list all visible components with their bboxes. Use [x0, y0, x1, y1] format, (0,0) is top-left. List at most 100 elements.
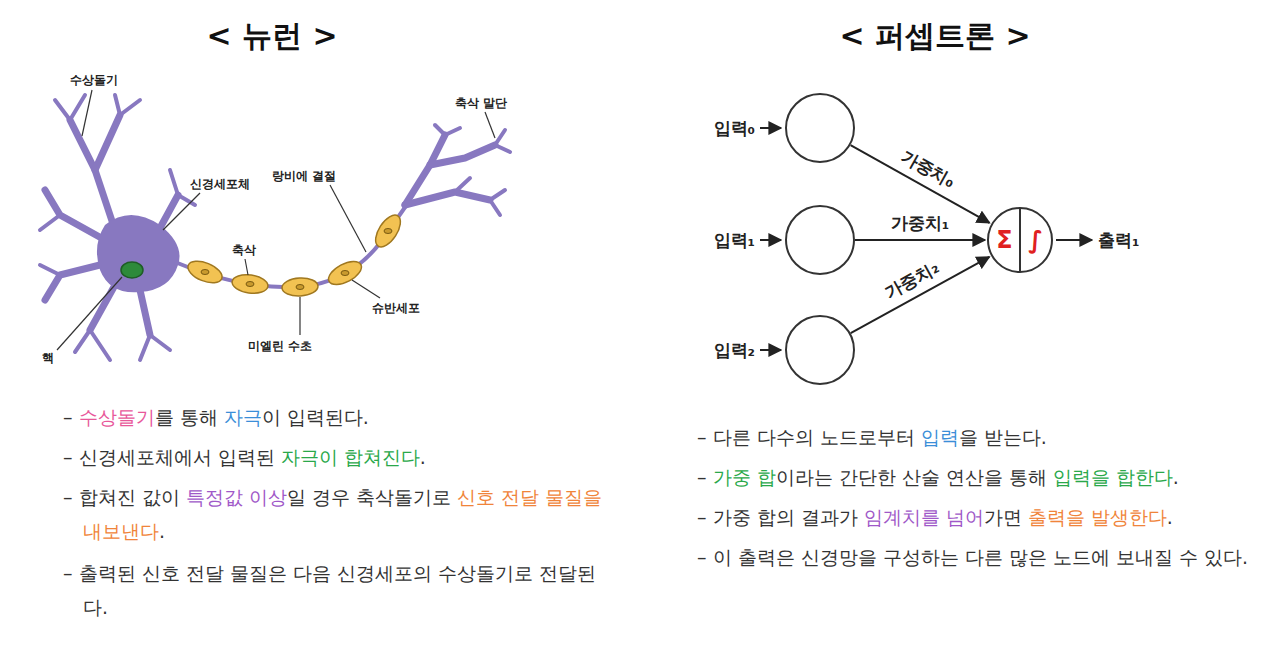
- myelin-sheath: [185, 211, 405, 297]
- schwann-nucleus: [341, 271, 349, 276]
- leader-line: [352, 280, 380, 298]
- dendrite: [45, 190, 105, 240]
- axon-terminal: [490, 200, 500, 215]
- highlight: 신호 전달 물질을 내보낸다: [83, 486, 602, 542]
- nucleus: [121, 262, 143, 278]
- input-arrow: [760, 239, 781, 241]
- axon-terminal: [455, 178, 470, 192]
- dendrite-branch: [170, 170, 178, 195]
- leader-line: [57, 90, 495, 350]
- weight-label: 가중치₁: [891, 212, 949, 235]
- dendrite-branch: [40, 215, 60, 230]
- myelin-sheath: [231, 273, 269, 296]
- part-label: 축삭 말단: [455, 95, 507, 112]
- sum-symbol: Σ: [996, 228, 1012, 252]
- axon-terminal: [435, 125, 445, 135]
- weight-connector: [851, 145, 990, 223]
- input-arrow: [760, 128, 781, 350]
- myelin-sheath: [371, 211, 406, 251]
- divider-line: [1019, 209, 1021, 271]
- leader-line: [485, 112, 495, 138]
- dendrite-branch: [140, 335, 150, 360]
- dendrite: [90, 285, 115, 330]
- dendrite-branch: [55, 100, 70, 120]
- dendrite-branch: [40, 265, 60, 275]
- highlight: 자극: [224, 406, 262, 428]
- dendrite-branch: [40, 95, 195, 360]
- highlight: 특정값 이상: [186, 486, 287, 508]
- bullet-text: – 가중 합의 결과가 임계치를 넘어가면 출력을 발생한다.: [697, 500, 1272, 534]
- axon-terminal: [405, 125, 510, 215]
- axon-terminal: [495, 130, 505, 145]
- bullet-text: – 출력된 신호 전달 물질은 다음 신경세포의 수상돌기로 전달된다.: [63, 556, 608, 624]
- axon-terminal: [430, 145, 495, 165]
- input-label: 입력₀: [714, 117, 755, 140]
- highlight: 가중 합: [713, 466, 776, 488]
- axon: [175, 203, 408, 287]
- input-label: 입력₂: [714, 339, 755, 362]
- highlight: 임계치를 넘어: [864, 506, 984, 528]
- part-label: 수상돌기: [70, 72, 118, 89]
- leader-line: [57, 277, 122, 350]
- input-node: 입력₀: [785, 93, 855, 163]
- input-arrow: [760, 127, 781, 129]
- activation-symbol: ∫: [1028, 228, 1043, 252]
- dendrite: [160, 195, 178, 228]
- axon-terminal: [495, 145, 510, 152]
- part-label: 랑비에 결절: [272, 168, 336, 185]
- section-title: < 뉴런 >: [206, 16, 337, 57]
- axon-terminal: [490, 190, 505, 200]
- leader-line: [163, 193, 200, 230]
- bullet-text: – 신경세포체에서 입력된 자극이 합쳐진다.: [63, 440, 608, 474]
- highlight: 입력: [921, 426, 959, 448]
- bullet-text: – 이 출력은 신경망을 구성하는 다른 많은 노드에 보내질 수 있다.: [697, 540, 1272, 574]
- dendrite-branch: [120, 100, 140, 115]
- dendrite-branch: [70, 95, 85, 120]
- weight-label: 가중치₀: [897, 145, 959, 194]
- section-title: < 퍼셉트론 >: [839, 16, 1030, 57]
- highlight: 자극이 합쳐진다: [281, 446, 420, 468]
- leader-line: [299, 297, 300, 335]
- dendrite-branch: [75, 330, 90, 352]
- leader-line: [82, 90, 92, 136]
- dendrite-branch: [115, 95, 120, 115]
- part-label: 미엘린 수초: [248, 338, 312, 355]
- myelin-sheath: [282, 277, 319, 297]
- axon-terminal: [445, 128, 460, 135]
- highlight: 입력을 합한다: [1053, 466, 1173, 488]
- highlight: 수상돌기: [79, 406, 155, 428]
- part-label: 축삭: [232, 242, 256, 259]
- weight-label: 가중치₂: [881, 256, 943, 304]
- input-label: 입력₁: [714, 229, 755, 252]
- bullet-text: – 가중 합이라는 간단한 산술 연산을 통해 입력을 합한다.: [697, 460, 1272, 494]
- weight-connector: [851, 257, 990, 333]
- dendrite-branch: [90, 330, 110, 360]
- part-label: 핵: [42, 350, 54, 367]
- bullet-text: – 합쳐진 값이 특정값 이상일 경우 축삭돌기로 신호 전달 물질을 내보낸다…: [63, 480, 608, 548]
- weight-connector: [855, 239, 985, 241]
- part-label: 슈반세포: [372, 300, 420, 317]
- input-node: 입력₂: [785, 315, 855, 385]
- leader-line: [245, 259, 248, 275]
- output-arrow: [1056, 239, 1092, 241]
- highlight: 출력을 발생한다: [1028, 506, 1167, 528]
- dendrite-branch: [150, 335, 170, 350]
- sum-node: Σ∫: [987, 207, 1053, 273]
- input-node: 입력₁: [785, 205, 855, 275]
- schwann-nucleus: [296, 285, 304, 290]
- schwann-nucleus: [384, 229, 392, 234]
- bullet-text: – 수상돌기를 통해 자극이 입력된다.: [63, 400, 608, 434]
- schwann-nucleus: [201, 229, 392, 290]
- dendrite: [140, 290, 150, 335]
- schwann-nucleus: [246, 282, 254, 287]
- output-label: 출력₁: [1098, 229, 1139, 252]
- leader-line: [330, 185, 366, 252]
- axon-terminal: [405, 192, 490, 205]
- schwann-nucleus: [201, 270, 209, 275]
- dendrite: [95, 115, 120, 170]
- myelin-sheath: [185, 257, 225, 287]
- bullet-text: – 다른 다수의 노드로부터 입력을 받는다.: [697, 420, 1272, 454]
- part-label: 신경세포체: [190, 176, 250, 193]
- input-arrow: [760, 349, 781, 351]
